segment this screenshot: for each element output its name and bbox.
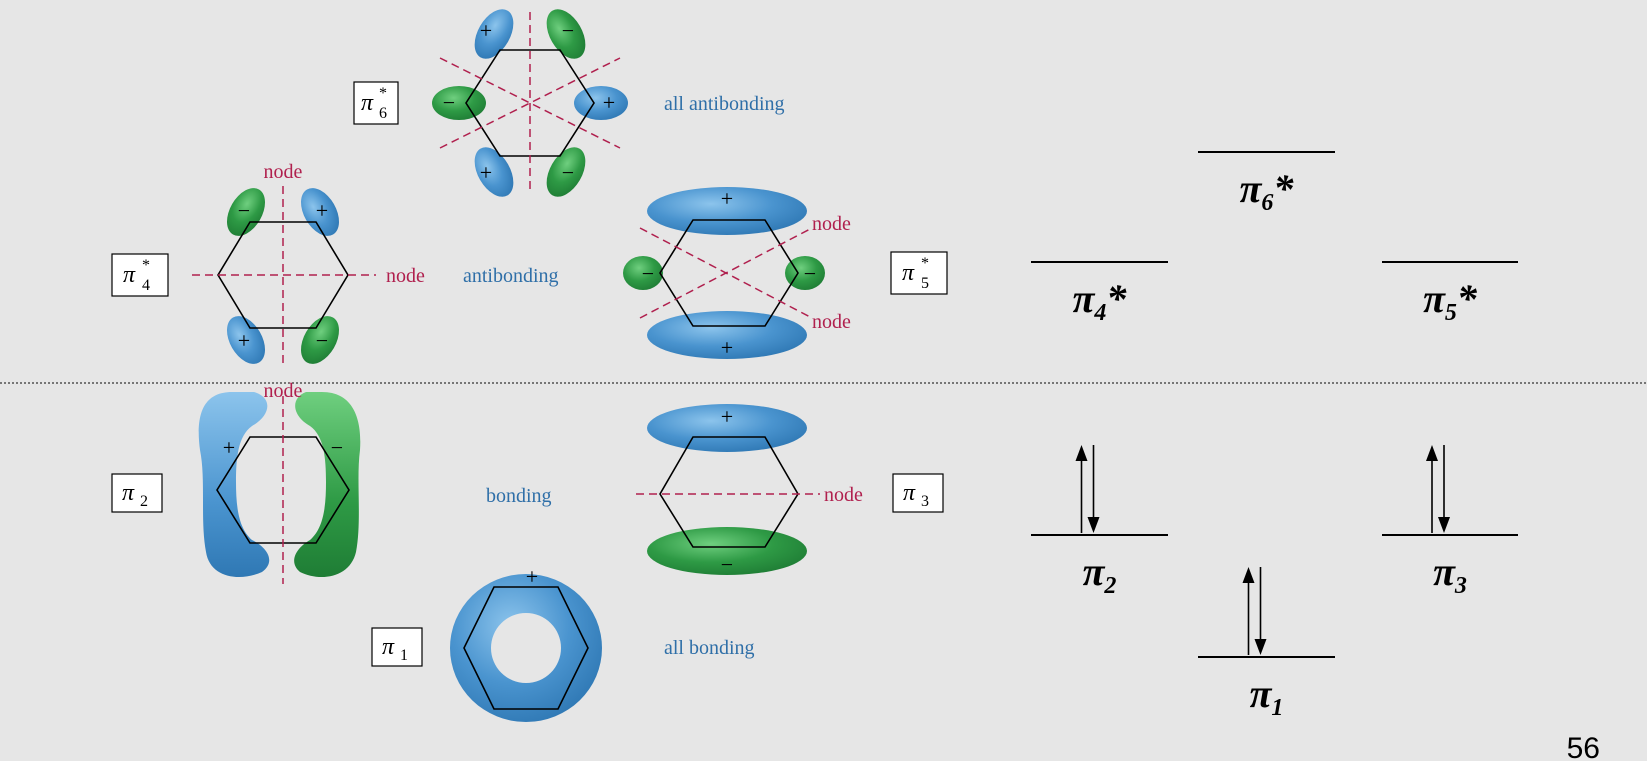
pi6-sign-3: − <box>443 90 455 115</box>
svg-text:π: π <box>903 480 916 506</box>
pi5-lobe-right <box>785 256 825 290</box>
pi4-sign-1: − <box>238 198 250 223</box>
svg-text:*: * <box>921 255 929 272</box>
pi4-level-label: π4* <box>1073 276 1128 326</box>
pi6-sign-2: − <box>562 18 574 43</box>
pi2-sign-left: + <box>223 435 235 460</box>
pi1-torus-lobe <box>450 574 602 722</box>
pi1-electron-up-head <box>1242 567 1255 583</box>
pi4-sign-2: + <box>316 198 328 223</box>
pi2-electron-up-head <box>1075 445 1088 461</box>
pi5-lobe-left <box>623 256 663 290</box>
pi2-level-label: π2 <box>1083 549 1117 599</box>
pi1-hexagon <box>463 586 589 710</box>
svg-text:6: 6 <box>379 105 387 122</box>
pi3-sign-bottom: − <box>721 552 733 577</box>
pi6-lobe-right <box>574 86 628 120</box>
svg-text:π: π <box>361 90 374 116</box>
pi5-label-box: π * 5 <box>890 251 948 295</box>
pi4-node-label-top: node <box>264 161 303 183</box>
pi6-sign-1: + <box>480 18 492 43</box>
pi3-hexagon <box>659 436 799 548</box>
pi5-hexagon <box>659 219 799 327</box>
pi3-level-label: π3 <box>1433 549 1467 599</box>
pi5-sign-left: − <box>642 261 654 286</box>
pi6-lobe-top-right <box>546 9 586 59</box>
pi1-electron-down-head <box>1254 639 1267 655</box>
pi1-description: all bonding <box>664 637 755 659</box>
pi3-electron-down-head <box>1438 517 1450 533</box>
pi5-orbital: + + − − node node π * 5 <box>623 186 948 360</box>
pi5-sign-bottom: + <box>721 335 733 360</box>
pi1-sign: + <box>526 564 538 589</box>
pi1-level-label: π1 <box>1250 671 1284 721</box>
pi6-orbital: + − − + + − π * 6 all antibonding <box>353 9 785 197</box>
svg-text:π: π <box>902 260 915 286</box>
pi4-nodes <box>192 186 376 366</box>
pi3-sign-top: + <box>721 404 733 429</box>
svg-text:*: * <box>142 257 150 274</box>
pi2-lobe-left <box>198 392 270 578</box>
svg-text:1: 1 <box>400 647 408 664</box>
pi6-hexagon <box>465 49 595 157</box>
pi6-lobe-bottom-left <box>474 147 514 197</box>
svg-text:*: * <box>379 85 387 102</box>
pi6-nodes <box>439 12 621 194</box>
pi4-label-box: π * 4 <box>111 253 169 297</box>
pi5-level-label: π5* <box>1423 276 1478 326</box>
pi2-lobe-right <box>294 392 361 578</box>
pi6-description: all antibonding <box>664 93 785 115</box>
pi4-sign-3: + <box>238 328 250 353</box>
svg-text:3: 3 <box>921 493 929 510</box>
svg-text:5: 5 <box>921 275 929 292</box>
pi4-sign-4: − <box>316 328 328 353</box>
pi2-label-box: π 2 <box>111 473 163 513</box>
svg-text:π: π <box>122 480 135 506</box>
pi3-lobe-bottom <box>647 527 807 575</box>
bonding-label: bonding <box>486 485 552 507</box>
pi5-sign-right: − <box>804 261 816 286</box>
pi5-sign-top: + <box>721 186 733 211</box>
pi4-lobe-top-right <box>301 188 339 236</box>
pi6-label-box: π * 6 <box>353 81 399 125</box>
svg-text:π: π <box>382 634 395 660</box>
svg-text:4: 4 <box>142 277 150 294</box>
pi4-orbital: − + + − node node π * 4 <box>111 161 425 366</box>
pi3-label-box: π 3 <box>892 473 944 513</box>
pi6-sign-4: + <box>603 90 615 115</box>
pi6-lobe-bottom-right <box>546 147 586 197</box>
pi6-sign-6: − <box>562 160 574 185</box>
pi2-sign-right: − <box>331 435 343 460</box>
pi2-node-label: node <box>264 380 303 402</box>
page-number: 56 <box>1567 732 1600 761</box>
pi5-nodes <box>639 227 813 319</box>
antibonding-label: antibonding <box>463 265 559 287</box>
pi5-node-label-lower: node <box>812 311 851 333</box>
svg-text:2: 2 <box>140 493 148 510</box>
pi5-node-label-upper: node <box>812 213 851 235</box>
pi2-hexagon <box>216 436 350 544</box>
pi2-orbital: node + − π 2 <box>111 380 361 584</box>
pi3-electron-up-head <box>1426 445 1438 461</box>
pi6-lobe-top-left <box>474 9 514 59</box>
energy-level-diagram: π6* π4* π5* π2 π3 π1 <box>1031 151 1518 721</box>
svg-text:π: π <box>123 262 136 288</box>
pi4-node-label-right: node <box>386 265 425 287</box>
pi1-orbital: + π 1 all bonding <box>371 564 755 722</box>
pi3-node-label: node <box>824 484 863 506</box>
pi6-lobe-left <box>432 86 486 120</box>
pi6-level-label: π6* <box>1240 166 1295 216</box>
pi4-lobe-top-left <box>227 188 265 236</box>
pi2-electron-down-head <box>1087 517 1100 533</box>
pi3-orbital: node + − π 3 <box>636 404 944 577</box>
pi6-sign-5: + <box>480 160 492 185</box>
pi1-label-box: π 1 <box>371 627 423 667</box>
